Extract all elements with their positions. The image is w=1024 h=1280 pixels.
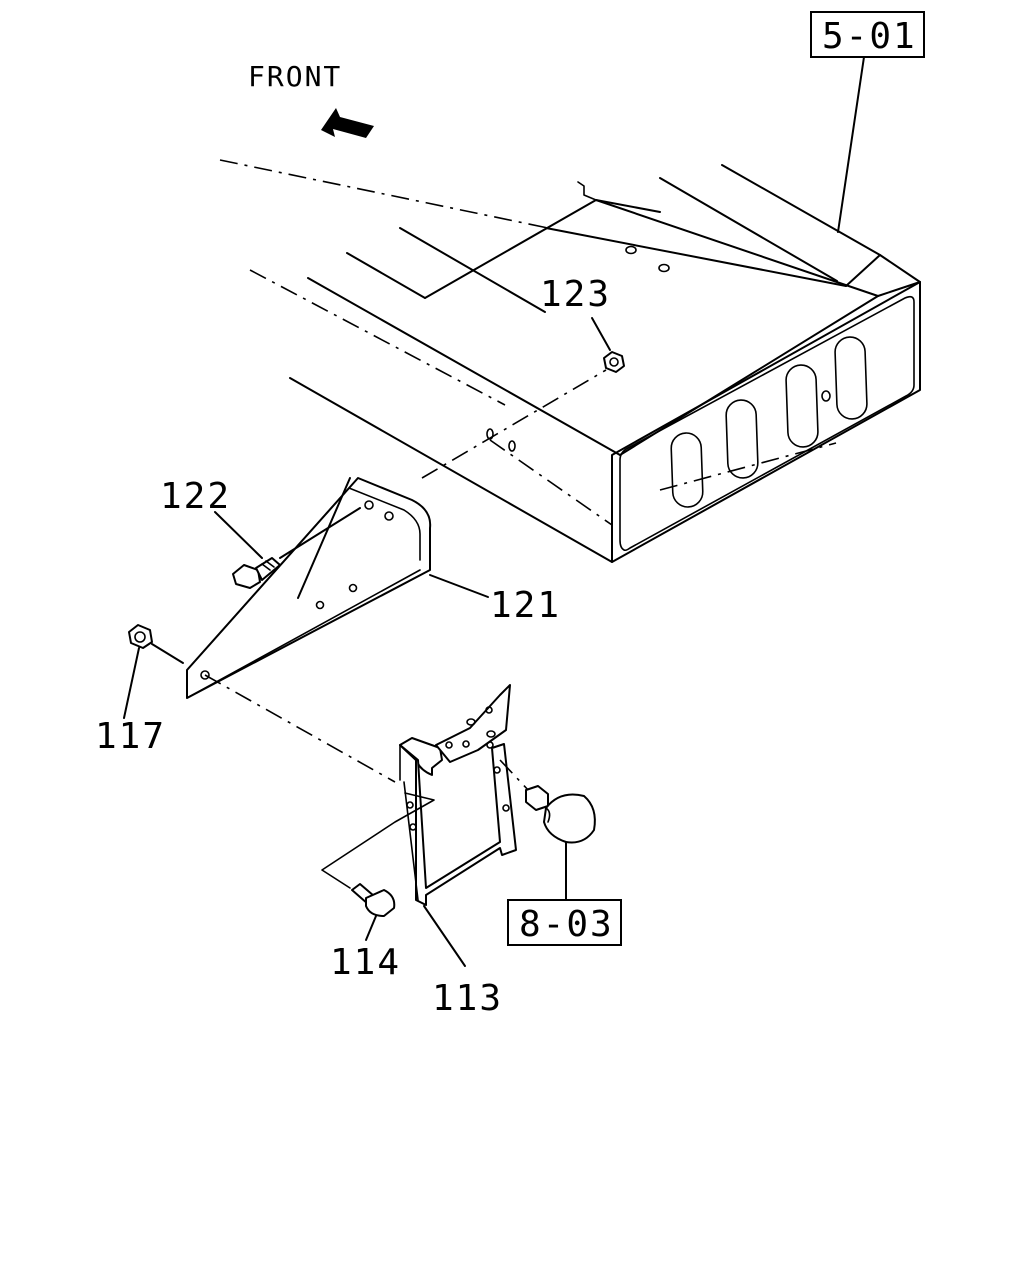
part-122-bolt: 122 — [160, 476, 361, 589]
reference-box-lamp — [507, 899, 622, 946]
part-114-bolt: 114 — [330, 883, 401, 983]
callout-123: 123 — [540, 274, 611, 315]
callout-117: 117 — [95, 716, 166, 757]
arrow-icon — [321, 108, 374, 138]
reference-box-frame: 5-01 — [810, 11, 925, 233]
callout-122: 122 — [160, 476, 231, 517]
part-117-nut: 117 — [95, 624, 396, 783]
front-indicator: FRONT — [248, 60, 374, 138]
callout-121: 121 — [490, 585, 561, 626]
part-123-nut: 123 — [421, 274, 625, 479]
callout-114: 114 — [330, 942, 401, 983]
front-label: FRONT — [248, 60, 342, 93]
lamp-assembly: 8-03 — [499, 759, 622, 946]
reference-label-lamp: 8-03 — [519, 904, 614, 945]
frame-crossmember — [219, 159, 921, 563]
part-121-bracket: 121 — [186, 477, 561, 699]
reference-label-frame: 5-01 — [822, 16, 917, 57]
callout-113: 113 — [432, 978, 503, 1019]
part-113-lamp-stay: 113 — [321, 684, 517, 1019]
